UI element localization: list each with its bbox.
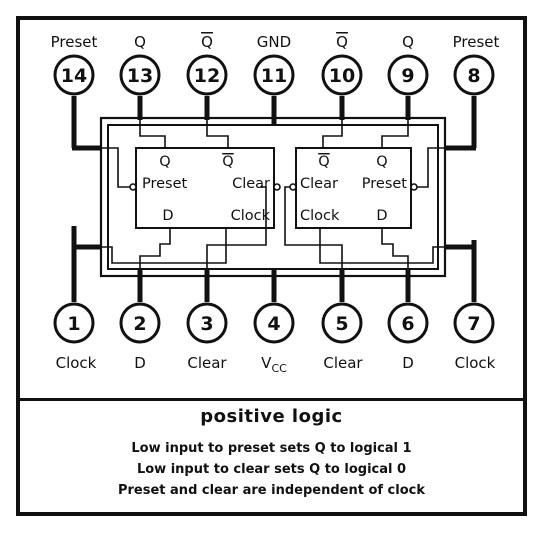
pin-label: Q bbox=[336, 33, 348, 51]
pin-number: 7 bbox=[467, 313, 480, 335]
vcc-main: V bbox=[261, 354, 272, 372]
top-pin-11: GND 11 bbox=[253, 33, 295, 96]
ff-left-preset: Preset bbox=[142, 176, 188, 192]
top-pin-8: Preset 8 bbox=[453, 33, 500, 96]
ff-left-q: Q bbox=[159, 154, 170, 170]
bottom-pin-5: 5 Clear bbox=[321, 302, 363, 372]
pin-number: 6 bbox=[401, 313, 414, 335]
pin-label: GND bbox=[257, 33, 291, 51]
pin-number: 12 bbox=[194, 65, 220, 87]
notes-panel: positive logic Low input to preset sets … bbox=[20, 404, 523, 498]
top-pin-leads bbox=[71, 96, 477, 151]
ff-right-preset: Preset bbox=[362, 176, 408, 192]
top-pin-13: Q 13 bbox=[119, 33, 161, 96]
pin-label: VCC bbox=[261, 354, 287, 375]
vcc-subscript: CC bbox=[271, 362, 287, 375]
top-pin-14: Preset 14 bbox=[51, 33, 98, 96]
pin-number: 9 bbox=[401, 65, 414, 87]
section-divider bbox=[16, 398, 527, 401]
pin-label: Clock bbox=[455, 354, 496, 372]
pin-number: 4 bbox=[267, 313, 280, 335]
pin-label: Clock bbox=[56, 354, 97, 372]
ff-right-clock: Clock bbox=[300, 208, 340, 224]
bottom-pin-2: 2 D bbox=[119, 302, 161, 372]
note-line: Preset and clear are independent of cloc… bbox=[117, 483, 425, 498]
bottom-pin-3: 3 Clear bbox=[186, 302, 228, 372]
pin-label: D bbox=[402, 354, 414, 372]
ff-left-clear: Clear bbox=[232, 176, 270, 192]
pin-number: 5 bbox=[335, 313, 348, 335]
bottom-pin-4: 4 VCC bbox=[253, 302, 295, 375]
ff-right-qbar: Q bbox=[318, 154, 329, 170]
top-pin-9: Q 9 bbox=[387, 33, 429, 96]
bottom-pin-leads bbox=[71, 226, 477, 302]
bottom-pin-1: 1 Clock bbox=[53, 302, 97, 372]
pin-label: D bbox=[134, 354, 146, 372]
pin-number: 8 bbox=[467, 65, 480, 87]
ff-left-d: D bbox=[162, 208, 173, 224]
pin-number: 11 bbox=[261, 65, 287, 87]
pin-label: Preset bbox=[51, 33, 98, 51]
pin-number: 10 bbox=[329, 65, 355, 87]
pin-number: 13 bbox=[127, 65, 153, 87]
pinout-diagram: Q Q Preset Clear D Clock Q Q Clear Prese… bbox=[51, 33, 500, 375]
pin-number: 14 bbox=[61, 65, 87, 87]
pin-label: Preset bbox=[453, 33, 500, 51]
flip-flop-right-box bbox=[295, 147, 412, 229]
ff-left-clock: Clock bbox=[231, 208, 271, 224]
pin-label: Q bbox=[402, 33, 414, 51]
internal-wiring bbox=[101, 120, 445, 270]
bottom-pin-6: 6 D bbox=[387, 302, 429, 372]
ff-right-clear: Clear bbox=[300, 176, 338, 192]
note-line: Low input to clear sets Q to logical 0 bbox=[136, 462, 407, 477]
figure-frame bbox=[16, 16, 527, 516]
ff-right-q: Q bbox=[376, 154, 387, 170]
top-pin-12: Q 12 bbox=[186, 33, 228, 96]
pin-label: Q bbox=[134, 33, 146, 51]
note-line: Low input to preset sets Q to logical 1 bbox=[131, 441, 412, 456]
pin-number: 3 bbox=[200, 313, 213, 335]
pin-label: Clear bbox=[323, 354, 363, 372]
top-pin-10: Q 10 bbox=[321, 33, 363, 96]
ff-left-qbar: Q bbox=[222, 154, 233, 170]
pin-number: 2 bbox=[133, 313, 146, 335]
pin-number: 1 bbox=[67, 313, 80, 335]
pin-label: Clear bbox=[187, 354, 227, 372]
flip-flop-left-box bbox=[135, 147, 275, 229]
inversion-bubbles bbox=[129, 183, 418, 191]
bottom-pin-7: 7 Clock bbox=[453, 302, 496, 372]
notes-title: positive logic bbox=[200, 406, 343, 427]
ff-right-d: D bbox=[376, 208, 387, 224]
pin-label: Q bbox=[201, 33, 213, 51]
